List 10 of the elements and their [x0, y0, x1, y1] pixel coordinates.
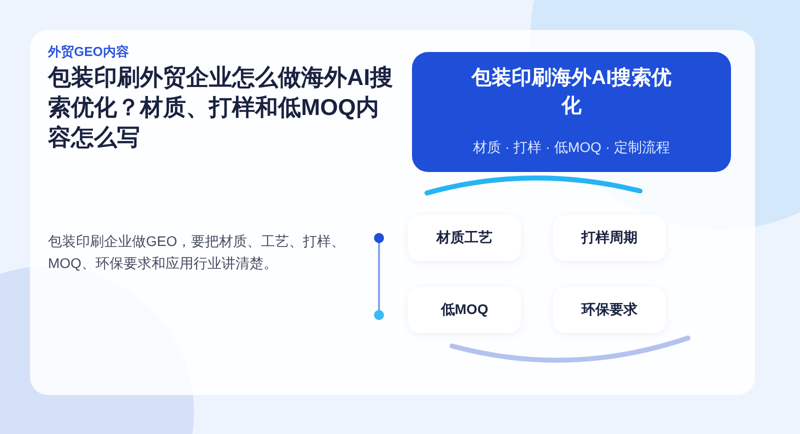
banner-box [412, 52, 731, 172]
body-text: 包装印刷企业做GEO，要把材质、工艺、打样、MOQ、环保要求和应用行业讲清楚。 [48, 232, 346, 273]
topic-card: 环保要求 [553, 287, 666, 333]
topic-card: 打样周期 [553, 215, 666, 261]
page-title: 包装印刷外贸企业怎么做海外AI搜索优化？材质、打样和低MOQ内容怎么写 [48, 63, 393, 152]
topic-card: 低MOQ [408, 287, 521, 333]
topic-card: 材质工艺 [408, 215, 521, 261]
eyebrow-text: 外贸GEO内容 [48, 43, 129, 61]
subtitle-text: 材质 · 打样 · 低MOQ · 定制流程 [472, 138, 671, 157]
heading-text: 包装印刷海外AI搜索优化 [470, 66, 672, 119]
